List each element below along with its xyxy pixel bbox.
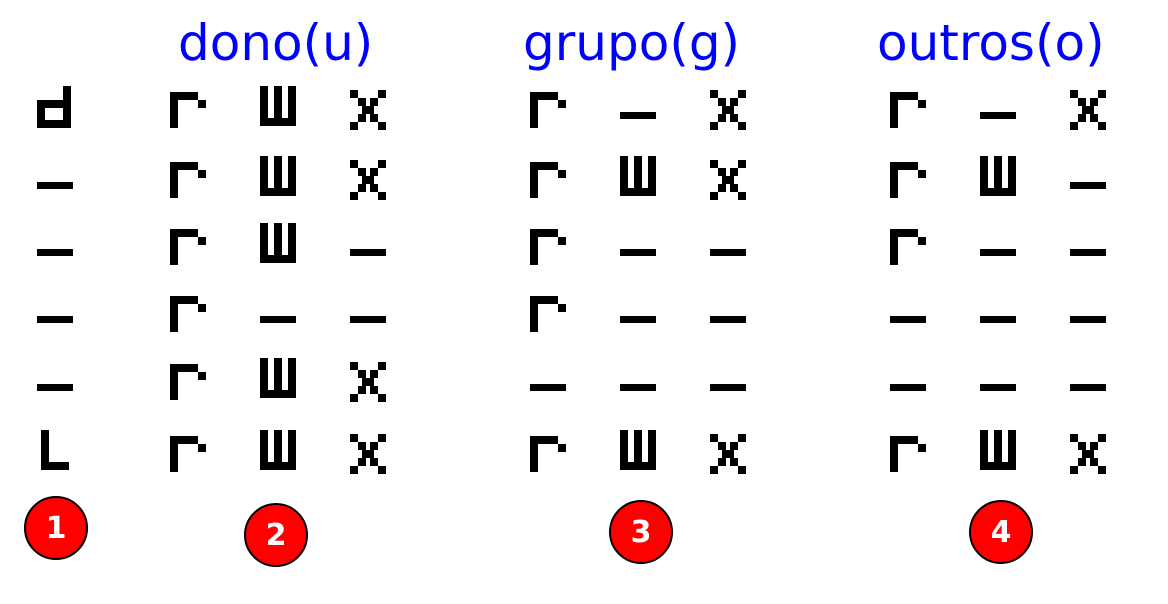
perm-execute-r1c7 [693, 83, 763, 153]
perm-execute-r2c4 [333, 153, 403, 223]
perm-none-r4c4 [333, 287, 403, 357]
perm-read-r4c5 [513, 287, 583, 357]
perm-read-r3c8 [873, 220, 943, 290]
perm-none-r4c7 [693, 287, 763, 357]
header-group: grupo(g) [523, 14, 741, 72]
perm-execute-r6c7 [693, 427, 763, 497]
badge-2: 2 [244, 503, 308, 567]
perm-write-r2c3 [243, 153, 313, 223]
perm-none-r4c9 [963, 287, 1033, 357]
perm-none-r3c6 [603, 220, 673, 290]
perm-none-r3c1 [20, 220, 90, 290]
perm-read-r1c8 [873, 83, 943, 153]
perm-none-r5c7 [693, 355, 763, 425]
perm-execute-r5c4 [333, 355, 403, 425]
perm-none-r4c3 [243, 287, 313, 357]
perm-read-r4c2 [153, 287, 223, 357]
perm-none-r5c6 [603, 355, 673, 425]
perm-directory-r1c1 [20, 83, 90, 153]
perm-write-r3c3 [243, 220, 313, 290]
perm-execute-r2c7 [693, 153, 763, 223]
perm-read-r3c2 [153, 220, 223, 290]
badge-4-label: 4 [990, 514, 1012, 550]
perm-read-r3c5 [513, 220, 583, 290]
perm-none-r4c1 [20, 287, 90, 357]
perm-execute-r6c4 [333, 427, 403, 497]
perm-none-r5c1 [20, 355, 90, 425]
perm-read-r6c5 [513, 427, 583, 497]
perm-read-r1c5 [513, 83, 583, 153]
perm-read-r2c2 [153, 153, 223, 223]
perm-none-r1c9 [963, 83, 1033, 153]
perm-read-r2c8 [873, 153, 943, 223]
perm-execute-r6c10 [1053, 427, 1123, 497]
perm-write-r6c6 [603, 427, 673, 497]
perm-read-r2c5 [513, 153, 583, 223]
perm-none-r4c10 [1053, 287, 1123, 357]
perm-write-r6c9 [963, 427, 1033, 497]
perm-none-r4c6 [603, 287, 673, 357]
perm-execute-r1c4 [333, 83, 403, 153]
perm-none-r5c9 [963, 355, 1033, 425]
perm-link-r6c1 [20, 427, 90, 497]
perm-write-r6c3 [243, 427, 313, 497]
perm-none-r3c9 [963, 220, 1033, 290]
perm-none-r1c6 [603, 83, 673, 153]
perm-none-r5c10 [1053, 355, 1123, 425]
perm-none-r5c5 [513, 355, 583, 425]
perm-none-r2c1 [20, 153, 90, 223]
badge-1-label: 1 [45, 510, 67, 546]
perm-none-r5c8 [873, 355, 943, 425]
perm-write-r2c6 [603, 153, 673, 223]
perm-none-r3c10 [1053, 220, 1123, 290]
header-others: outros(o) [877, 14, 1105, 72]
badge-3-label: 3 [630, 514, 652, 550]
perm-read-r6c8 [873, 427, 943, 497]
badge-4: 4 [969, 500, 1033, 564]
perm-none-r2c10 [1053, 153, 1123, 223]
perm-execute-r1c10 [1053, 83, 1123, 153]
perm-write-r1c3 [243, 83, 313, 153]
perm-read-r5c2 [153, 355, 223, 425]
perm-read-r6c2 [153, 427, 223, 497]
perm-write-r5c3 [243, 355, 313, 425]
perm-write-r2c9 [963, 153, 1033, 223]
perm-none-r4c8 [873, 287, 943, 357]
header-owner: dono(u) [178, 14, 374, 72]
badge-1: 1 [24, 496, 88, 560]
perm-none-r3c7 [693, 220, 763, 290]
perm-read-r1c2 [153, 83, 223, 153]
badge-2-label: 2 [265, 517, 287, 553]
perm-none-r3c4 [333, 220, 403, 290]
badge-3: 3 [609, 500, 673, 564]
